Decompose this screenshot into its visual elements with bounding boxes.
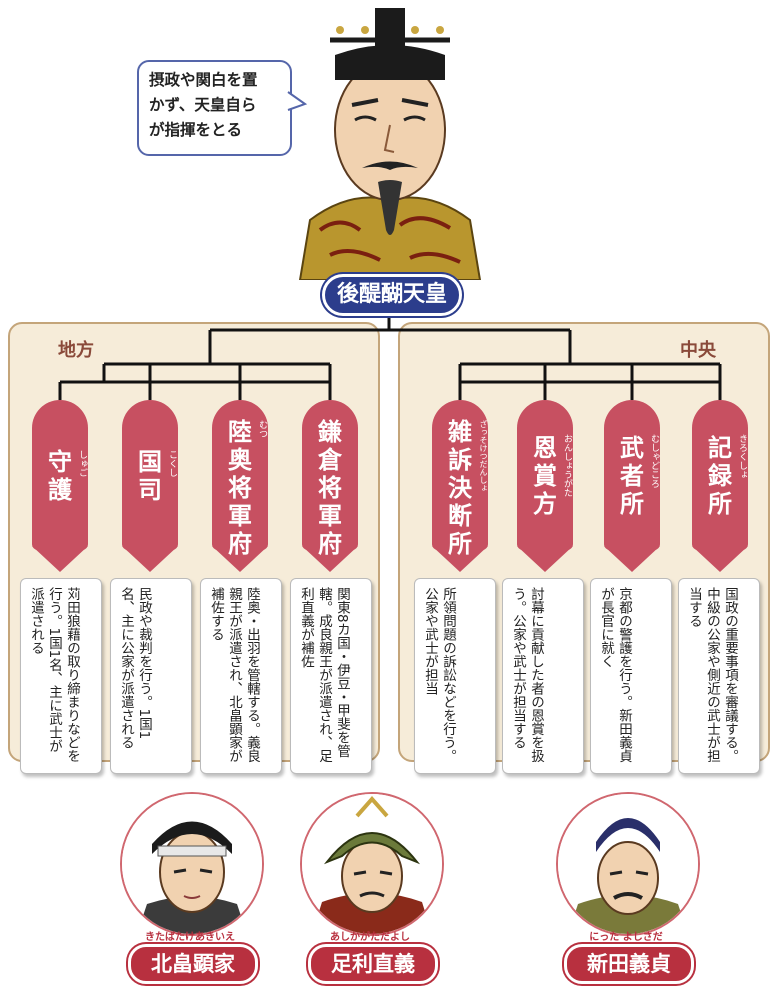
- office-ruby: きろくしょ: [737, 434, 747, 479]
- office-name: 恩賞方: [533, 434, 557, 518]
- speech-line-1: 摂政や関白を置: [149, 71, 258, 89]
- office-mushadokoro: 武者所 むしゃどころ: [604, 400, 660, 575]
- person-name-kitabatake: 北畠顕家: [128, 944, 258, 984]
- office-zasso-ketsudansho: 雑訴決断所 ざっそけつだんしょ: [432, 400, 488, 575]
- office-kirokusho: 記録所 きろくしょ: [692, 400, 748, 575]
- office-card-shugo: 苅田狼藉の取り締まりなどを行う。1国1名、主に武士が派遣される: [20, 578, 102, 774]
- office-card-kamakura: 関東8カ国・伊豆・甲斐を管轄。成良親王が派遣され、足利直義が補佐: [290, 578, 372, 774]
- person-ruby-nitta: にった よしさだ: [589, 932, 663, 943]
- office-card-zasso: 所領問題の訴訟などを行う。公家や武士が担当: [414, 578, 496, 774]
- emperor-speech-bubble: 摂政や関白を置 かず、天皇自ら が指揮をとる: [137, 60, 292, 156]
- office-name: 武者所: [620, 434, 644, 518]
- office-name: 鎌倉将軍府: [318, 418, 342, 558]
- office-name: 守護: [48, 448, 72, 504]
- portrait-nitta: [556, 792, 700, 936]
- office-description: 苅田狼藉の取り締まりなどを行う。1国1名、主に武士が派遣される: [28, 587, 80, 763]
- speech-line-2: かず、天皇自ら: [149, 96, 257, 114]
- portrait-ashikaga: [300, 792, 444, 936]
- office-description: 討幕に貢献した者の恩賞を扱う。公家や武士が担当する: [510, 587, 544, 763]
- office-name: 雑訴決断所: [448, 418, 472, 558]
- office-card-kiroku: 国政の重要事項を審議する。中級の公家や側近の武士が担当する: [678, 578, 760, 774]
- office-description: 京都の警護を行う。新田義貞が長官に就く: [598, 587, 632, 763]
- office-card-musha: 京都の警護を行う。新田義貞が長官に就く: [590, 578, 672, 774]
- office-kokushi: 国司 こくし: [122, 400, 178, 575]
- office-onshogata: 恩賞方 おんしょうがた: [517, 400, 573, 575]
- office-mutsu-shogunfu: 陸奥将軍府 むつ: [212, 400, 268, 575]
- person-ruby-kitabatake: きたばたけあきいえ: [145, 932, 235, 943]
- office-card-mutsu: 陸奥・出羽を管轄する。義良親王が派遣され、北畠顕家が補佐する: [200, 578, 282, 774]
- office-name: 国司: [138, 448, 162, 504]
- office-card-onsho: 討幕に貢献した者の恩賞を扱う。公家や武士が担当する: [502, 578, 584, 774]
- office-shugo: 守護 しゅご: [32, 400, 88, 575]
- office-card-kokushi: 民政や裁判を行う。1国1名、主に公家が派遣される: [110, 578, 192, 774]
- person-name-ashikaga: 足利直義: [308, 944, 438, 984]
- office-ruby: おんしょうがた: [562, 434, 572, 497]
- emperor-portrait: [290, 0, 490, 281]
- office-name: 陸奥将軍府: [228, 418, 252, 558]
- person-name-nitta: 新田義貞: [564, 944, 694, 984]
- central-region-label: 中央: [680, 340, 716, 361]
- office-name: 記録所: [708, 434, 732, 518]
- office-description: 所領問題の訴訟などを行う。公家や武士が担当: [422, 587, 456, 763]
- office-ruby: むしゃどころ: [649, 434, 659, 488]
- office-ruby: こくし: [167, 450, 177, 477]
- office-description: 陸奥・出羽を管轄する。義良親王が派遣され、北畠顕家が補佐する: [208, 587, 260, 763]
- office-ruby: むつ: [257, 420, 267, 438]
- office-description: 民政や裁判を行う。1国1名、主に公家が派遣される: [118, 587, 152, 749]
- emperor-name-label: 後醍醐天皇: [322, 274, 462, 316]
- local-region-label: 地方: [58, 340, 94, 361]
- office-description: 関東8カ国・伊豆・甲斐を管轄。成良親王が派遣され、足利直義が補佐: [298, 587, 350, 763]
- person-ruby-ashikaga: あしかがただよし: [330, 932, 410, 943]
- office-description: 国政の重要事項を審議する。中級の公家や側近の武士が担当する: [686, 587, 738, 763]
- portrait-kitabatake: [120, 792, 264, 936]
- speech-line-3: が指揮をとる: [149, 121, 243, 139]
- office-kamakura-shogunfu: 鎌倉将軍府: [302, 400, 358, 575]
- office-ruby: ざっそけつだんしょ: [479, 420, 488, 492]
- office-ruby: しゅご: [77, 450, 87, 477]
